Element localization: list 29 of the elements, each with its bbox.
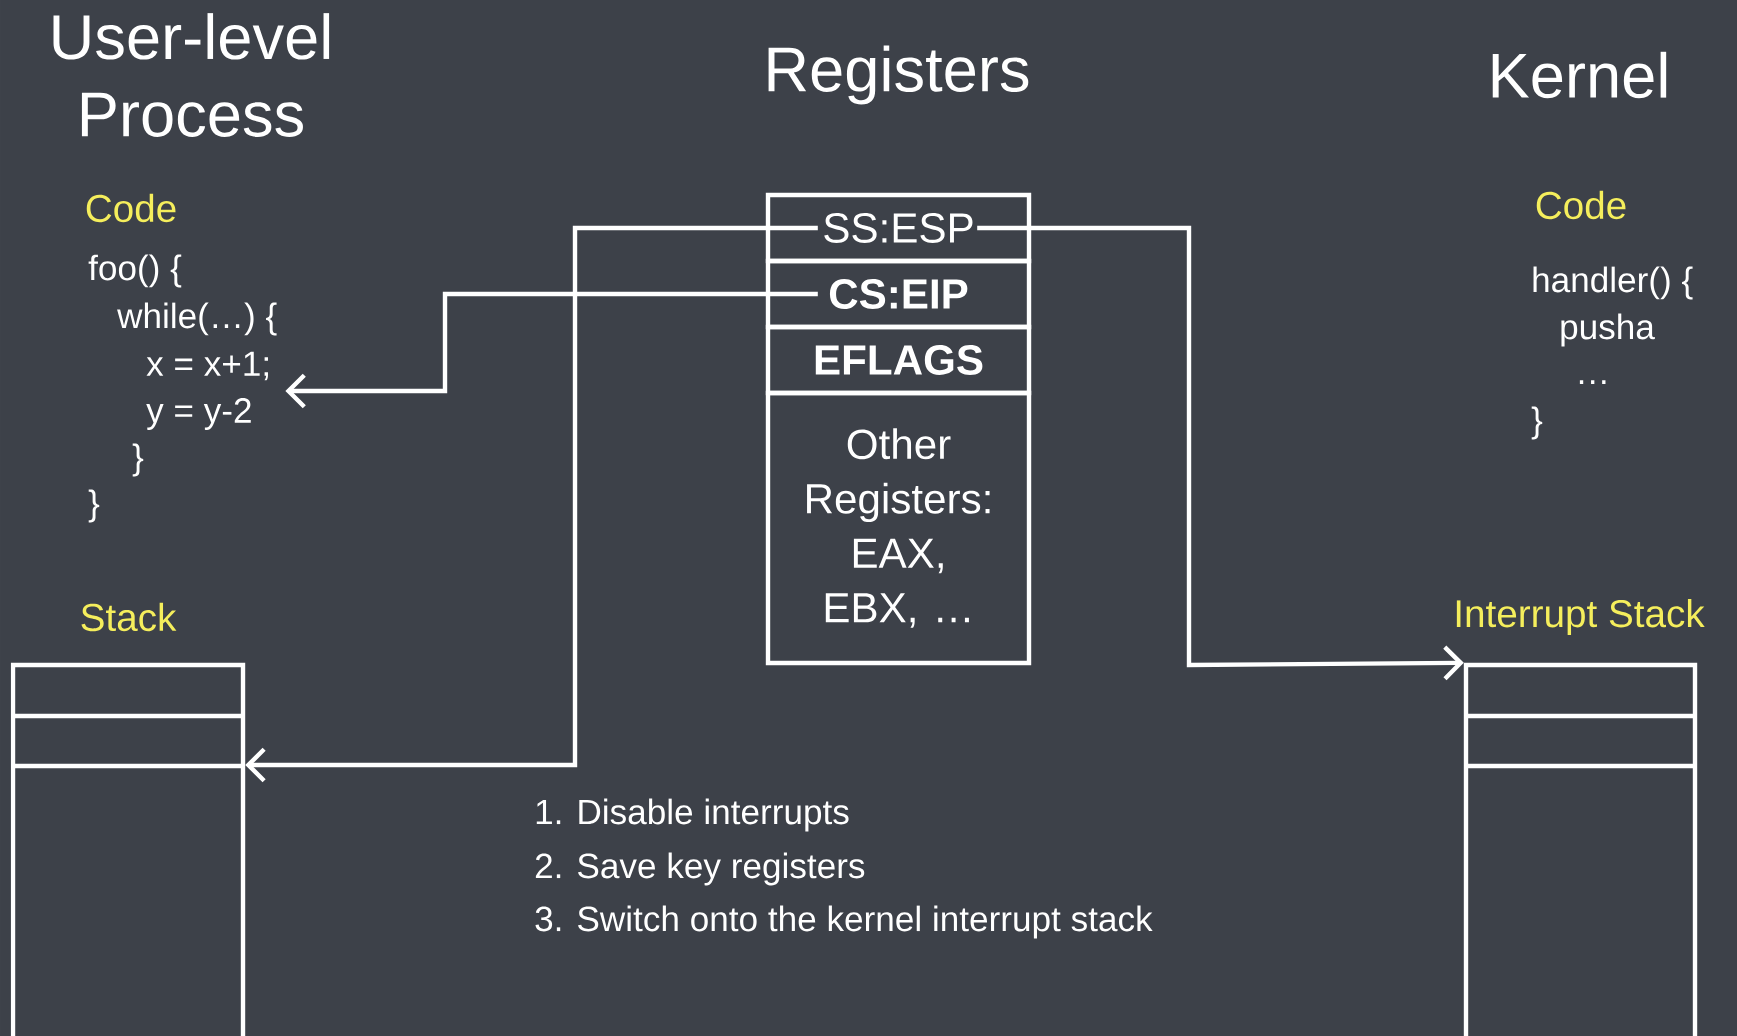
register-cell: EFLAGS — [765, 324, 1032, 396]
code-line: y = y-2 — [146, 398, 251, 430]
code-line: } — [1531, 406, 1543, 440]
register-cell: CS:EIP — [765, 258, 1032, 330]
arrow — [245, 225, 818, 783]
register-cell: SS:ESP — [765, 192, 1032, 264]
code-line: pusha — [1561, 313, 1655, 347]
column-heading: User-level Process — [53, 13, 330, 137]
code-line: } — [132, 443, 144, 477]
stack-drawing: Stack — [10, 602, 246, 1036]
node-label: Interrupt Stack — [1456, 598, 1705, 636]
code-line: } — [88, 489, 100, 523]
code-line: handler() { — [1533, 266, 1693, 300]
code-line: foo() { — [88, 254, 182, 288]
register-cell: Other Registers: EAX, EBX, … — [765, 390, 1032, 666]
section-heading: Code — [1536, 190, 1626, 220]
arrow — [285, 291, 818, 409]
section-heading: Code — [86, 193, 176, 223]
column-heading: Kernel — [1492, 51, 1667, 99]
code-line: … — [1579, 380, 1606, 384]
stack-drawing: Interrupt Stack — [1456, 598, 1705, 1036]
list-item: 3. Switch onto the kernel interrupt stack — [535, 905, 1153, 939]
code-line: x = x+1; — [146, 351, 268, 381]
node-label: Stack — [81, 602, 177, 632]
column-heading: Registers — [768, 45, 1029, 105]
code-line: while(…) { — [117, 302, 277, 336]
arrow — [977, 225, 1464, 681]
list-item: 1. Disable interrupts — [536, 798, 849, 832]
list-item: 2. Save key registers — [535, 852, 865, 886]
